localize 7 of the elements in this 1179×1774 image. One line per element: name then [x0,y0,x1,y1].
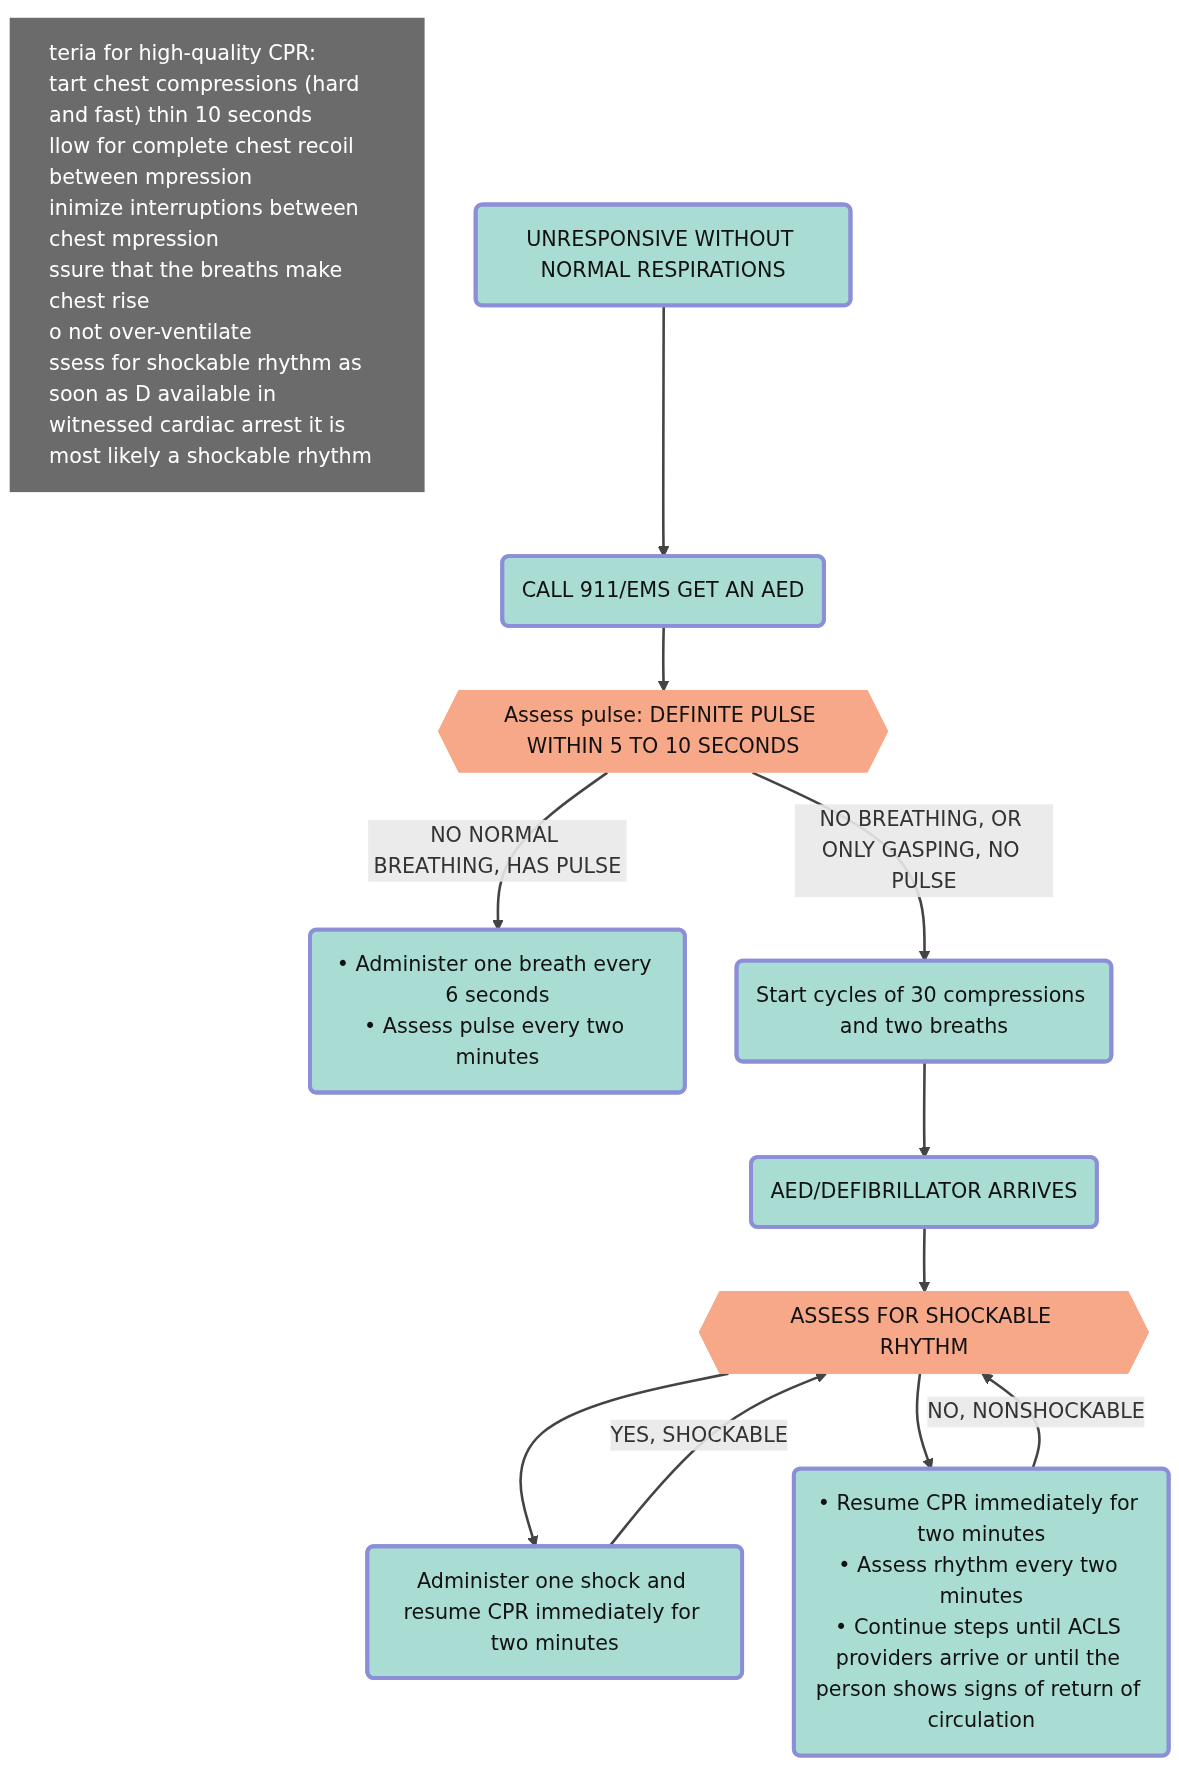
node-box: teria for high-quality CPR: tart chest compressions (hard and fast) thin 10 seconds llow for complete chest recoil between mpression inimize interruptions between chest mpression ssure that the breaths make chest rise o not over-ventilate ssess for shockable rhythm as soon as D available in witnessed cardiac arrest it is most likely a shockable rhythm [9,17,425,493]
edge-label: YES, SHOCKABLE [610,1422,788,1447]
edge-label: NO NORMAL BREATHING, HAS PULSE [373,822,622,878]
edge-label: NO, NONSHOCKABLE [927,1399,1145,1424]
arrow [918,1227,931,1293]
edge-label: NO BREATHING, OR ONLY GASPING, NO PULSE [819,806,1022,894]
arrow [657,626,670,692]
